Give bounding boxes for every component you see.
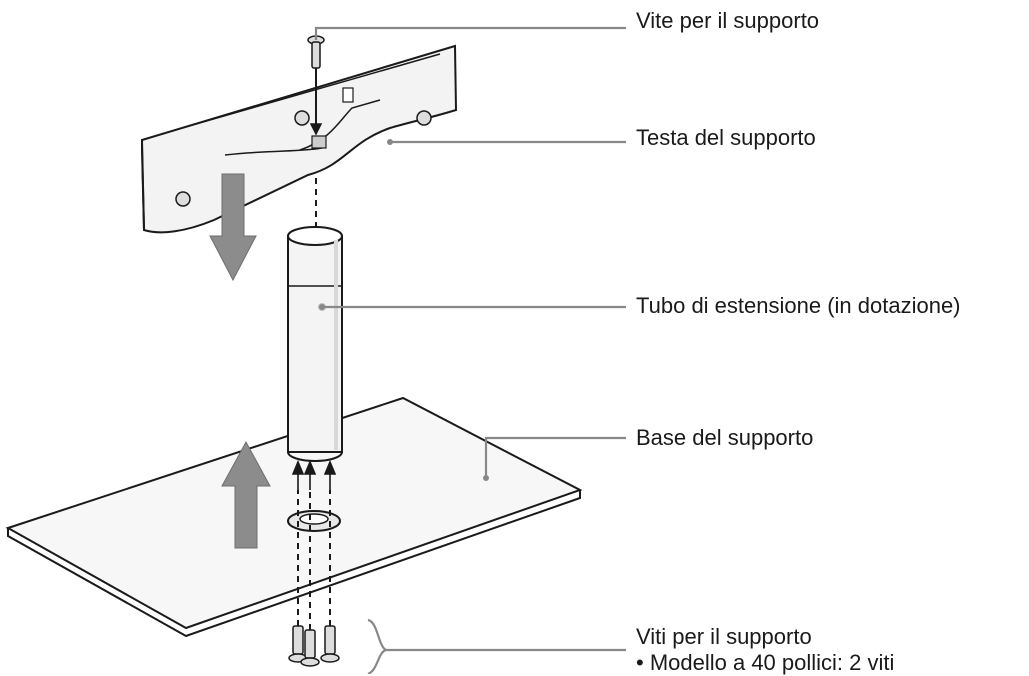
leader-lines — [314, 26, 626, 674]
down-arrow — [209, 173, 257, 282]
stand-head — [140, 44, 458, 234]
leader-dots — [319, 139, 489, 481]
label-extension-tube: Tubo di estensione (in dotazione) — [636, 293, 961, 318]
base-mount-ring-inner — [299, 513, 329, 525]
label-stand-screws: Viti per il supporto — [636, 624, 812, 649]
screw-up-arrows — [291, 459, 337, 490]
label-stand-screw: Vite per il supporto — [636, 8, 820, 33]
label-model-note: • Modello a 40 pollici: 2 viti — [636, 650, 895, 675]
bottom-screws — [288, 625, 340, 667]
label-stand-head: Testa del supporto — [636, 125, 816, 150]
stand-base-edge — [7, 490, 581, 638]
screw-guide-lines — [297, 490, 331, 652]
up-arrow — [221, 440, 271, 549]
extension-tube — [287, 226, 343, 462]
label-stand-base: Base del supporto — [636, 425, 814, 450]
